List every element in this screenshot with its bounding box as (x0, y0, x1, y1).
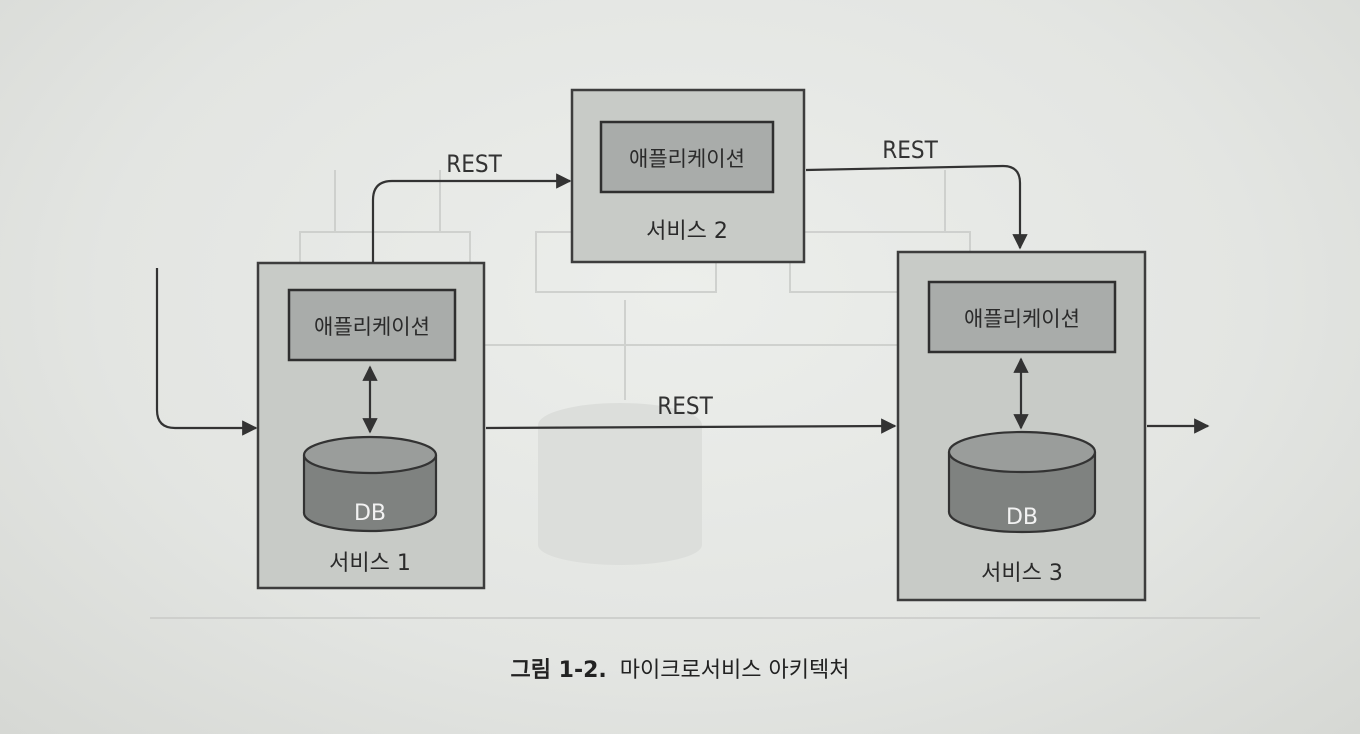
service-3-app-label: 애플리케이션 (964, 307, 1080, 331)
service-1-db-cylinder (302, 435, 438, 533)
rest-label-2-3: REST (882, 136, 938, 164)
service-3-app-box (927, 280, 1117, 354)
service-1-app-box (287, 288, 457, 362)
service-3-db-label: DB (1006, 505, 1038, 530)
service-1-db-label: DB (354, 501, 386, 526)
service-2-app-label: 애플리케이션 (629, 147, 745, 171)
service-3: 애플리케이션 DB 서비스 3 (896, 250, 1147, 602)
show-through-ghost (150, 170, 1260, 619)
caption-title: 마이크로서비스 아키텍처 (619, 658, 850, 683)
arrow-service1-to-service2 (371, 173, 572, 263)
service-1-name: 서비스 1 (329, 551, 411, 576)
service-3-name: 서비스 3 (981, 561, 1063, 586)
service-2: 애플리케이션 서비스 2 (570, 88, 806, 264)
service-2-app-box (599, 120, 775, 194)
rest-label-1-3: REST (657, 392, 713, 420)
figure-caption: 그림 1-2. 마이크로서비스 아키텍처 (0, 652, 1360, 684)
service-3-db-cylinder (947, 430, 1097, 534)
rest-label-1-2: REST (446, 150, 502, 178)
incoming-request-arrow (155, 268, 258, 436)
service-1-app-label: 애플리케이션 (314, 315, 430, 339)
service-1: 애플리케이션 DB 서비스 1 (256, 261, 486, 590)
arrow-service1-to-service3 (485, 418, 897, 434)
arrow-service2-to-service3 (805, 164, 1028, 250)
caption-number: 그림 1-2. (510, 658, 607, 683)
service-2-name: 서비스 2 (646, 219, 728, 244)
